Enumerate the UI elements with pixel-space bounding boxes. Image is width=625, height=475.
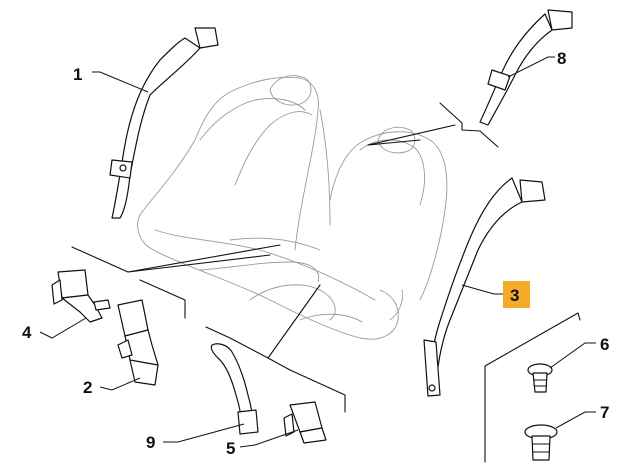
callout-3-highlight — [503, 281, 530, 308]
callout-7: 7 — [600, 403, 609, 422]
rear-seat-outline — [137, 75, 448, 340]
callout-6: 6 — [600, 335, 609, 354]
part-3-centre-belt — [423, 177, 546, 397]
part-9-latch-strap — [210, 343, 259, 435]
callout-9: 9 — [146, 433, 155, 452]
callout-8: 8 — [557, 49, 566, 68]
part-7-bolt — [524, 424, 558, 461]
callout-3: 3 — [510, 286, 519, 305]
callout-labels: 1 2 3 4 5 6 7 8 9 — [22, 49, 609, 458]
part-5-buckle — [283, 401, 327, 444]
callout-leaders — [39, 56, 596, 448]
reference-lines — [71, 102, 581, 463]
part-4-belt-buckle — [51, 269, 111, 323]
callout-1: 1 — [73, 65, 82, 84]
part-6-screw — [527, 363, 553, 393]
part-1-left-rear-belt — [109, 27, 219, 219]
callout-4: 4 — [22, 323, 32, 342]
part-2-double-buckle — [117, 299, 159, 386]
callout-2: 2 — [83, 378, 92, 397]
callout-5: 5 — [226, 439, 235, 458]
part-8-right-rear-belt — [479, 9, 573, 126]
